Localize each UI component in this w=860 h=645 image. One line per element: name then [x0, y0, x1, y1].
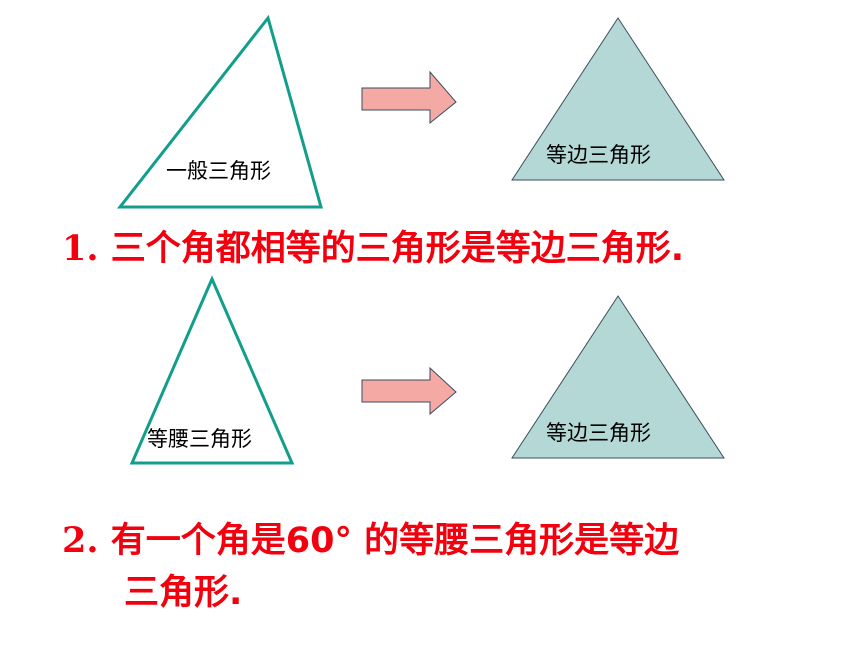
- equilateral-triangle-1: [511, 17, 725, 181]
- rule-2-continuation: 三角形.: [124, 573, 243, 613]
- general-triangle-label: 一般三角形: [166, 159, 271, 183]
- isosceles-triangle-label: 等腰三角形: [147, 427, 252, 451]
- rule-1-text: 三个角都相等的三角形是等边三角形.: [110, 229, 685, 269]
- rule-2-number: 2.: [62, 520, 99, 561]
- equilateral-triangle-2-label: 等边三角形: [546, 421, 651, 445]
- rule-1: 1. 三个角都相等的三角形是等边三角形.: [62, 226, 684, 272]
- transform-arrow-1[interactable]: [361, 70, 457, 125]
- rule-2-angle: 60°: [285, 521, 352, 561]
- equilateral-triangle-2: [511, 295, 725, 459]
- rule-2-line-2: 三角形.: [124, 570, 242, 616]
- transform-arrow-2[interactable]: [361, 366, 457, 416]
- rule-1-number: 1.: [62, 228, 99, 269]
- rule-2-text-after: 的等腰三角形是等边: [364, 521, 680, 561]
- general-triangle: [116, 14, 323, 209]
- equilateral-triangle-1-label: 等边三角形: [546, 143, 651, 167]
- rule-2-line-1: 2. 有一个角是60° 的等腰三角形是等边: [62, 518, 679, 564]
- isosceles-triangle: [129, 275, 295, 465]
- rule-2-text-before: 有一个角是: [110, 521, 286, 561]
